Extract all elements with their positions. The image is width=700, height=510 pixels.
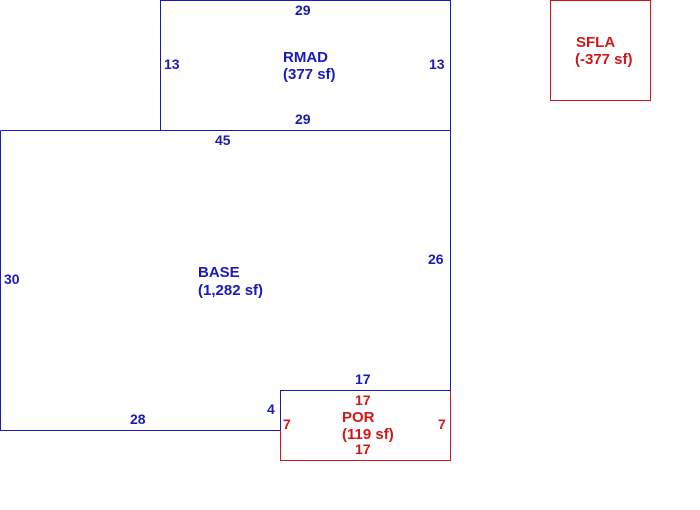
por-left-dimension: 7 xyxy=(283,416,291,432)
sfla-area-size: (-377 sf) xyxy=(575,51,633,68)
sfla-outline xyxy=(550,0,651,101)
base-area-size: (1,282 sf) xyxy=(198,282,264,299)
rmad-area-name: RMAD xyxy=(283,49,328,66)
sfla-area-name: SFLA xyxy=(576,34,616,51)
base-left-dimension: 30 xyxy=(4,271,20,287)
base-right-dimension: 26 xyxy=(428,251,444,267)
rmad-left-dimension: 13 xyxy=(164,56,180,72)
por-outline xyxy=(280,390,451,461)
base-step-side-dimension: 4 xyxy=(267,401,275,417)
base-top-dimension: 45 xyxy=(215,132,231,148)
por-area-name: POR xyxy=(342,409,375,426)
por-right-dimension: 7 xyxy=(438,416,446,432)
base-outline xyxy=(0,130,451,431)
por-area-size: (119 sf) xyxy=(342,426,394,443)
rmad-top-dimension: 29 xyxy=(295,2,311,18)
rmad-bottom-dimension: 29 xyxy=(295,111,311,127)
rmad-right-dimension: 13 xyxy=(429,56,445,72)
base-area-name: BASE xyxy=(198,264,240,281)
base-bottom-dimension: 28 xyxy=(130,411,146,427)
por-bottom-dimension: 17 xyxy=(355,441,371,457)
rmad-area-size: (377 sf) xyxy=(283,66,336,83)
base-step-top-dimension: 17 xyxy=(355,371,371,387)
por-top-dimension: 17 xyxy=(355,392,371,408)
